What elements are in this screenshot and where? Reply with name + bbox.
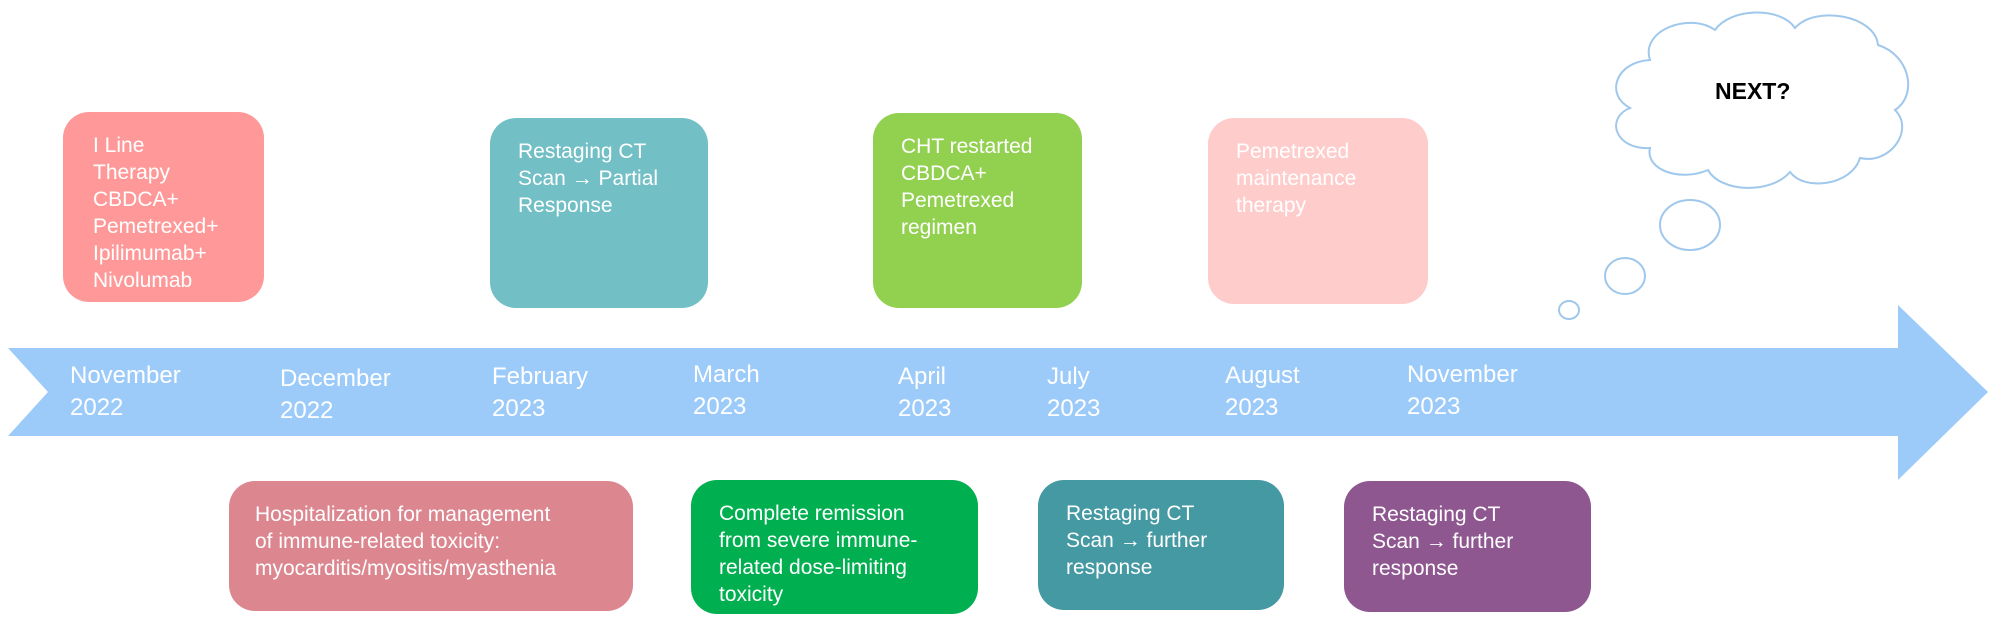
thought-cloud [1558, 11, 1910, 320]
month-july-2023: July 2023 [1047, 361, 1100, 425]
event-text: Complete remission from severe immune- r… [719, 502, 918, 606]
event-complete-remission: Complete remission from severe immune- r… [691, 480, 978, 614]
thought-bubble-medium [1604, 257, 1646, 295]
event-pemetrexed-maintenance: Pemetrexed maintenance therapy [1208, 118, 1428, 304]
thought-bubble-small [1558, 300, 1580, 320]
thought-bubble-large [1659, 199, 1721, 251]
month-year: 2022 [280, 397, 334, 424]
event-text: Restaging CT Scan → further response [1372, 503, 1514, 580]
month-name: November [70, 362, 181, 389]
event-restaging-further-response-july: Restaging CT Scan → further response [1038, 480, 1284, 610]
month-april-2023: April 2023 [898, 361, 951, 425]
month-february-2023: February 2023 [492, 361, 588, 425]
month-name: February [492, 363, 589, 390]
month-year: 2023 [492, 395, 546, 422]
month-name: December [280, 365, 391, 392]
event-cht-restarted: CHT restarted CBDCA+ Pemetrexed regimen [873, 113, 1082, 308]
month-year: 2023 [898, 395, 952, 422]
month-name: August [1225, 362, 1300, 389]
month-march-2023: March 2023 [693, 359, 760, 423]
event-first-line-therapy: I Line Therapy CBDCA+ Pemetrexed+ Ipilim… [63, 112, 264, 302]
month-name: November [1407, 361, 1518, 388]
month-november-2023: November 2023 [1407, 359, 1518, 423]
event-text: CHT restarted CBDCA+ Pemetrexed regimen [901, 135, 1033, 239]
event-text: Hospitalization for management of immune… [255, 503, 557, 580]
month-year: 2023 [1407, 393, 1461, 420]
month-name: March [693, 361, 760, 388]
event-text: Restaging CT Scan → further response [1066, 502, 1208, 579]
month-name: July [1047, 363, 1090, 390]
month-year: 2023 [1225, 394, 1279, 421]
month-year: 2023 [1047, 395, 1101, 422]
month-year: 2023 [693, 393, 747, 420]
month-name: April [898, 363, 947, 390]
event-hospitalization: Hospitalization for management of immune… [229, 481, 633, 611]
event-restaging-further-response-november: Restaging CT Scan → further response [1344, 481, 1591, 612]
month-december-2022: December 2022 [280, 363, 391, 427]
cloud-label: NEXT? [1715, 78, 1791, 104]
event-text: I Line Therapy CBDCA+ Pemetrexed+ Ipilim… [93, 134, 219, 292]
month-year: 2022 [70, 394, 124, 421]
month-august-2023: August 2023 [1225, 360, 1300, 424]
timeline-arrow [6, 305, 1988, 480]
event-restaging-partial-response: Restaging CT Scan → Partial Response [490, 118, 708, 308]
event-text: Pemetrexed maintenance therapy [1236, 140, 1357, 217]
event-text: Restaging CT Scan → Partial Response [518, 140, 659, 217]
month-november-2022: November 2022 [70, 360, 181, 424]
cloud-shape [1615, 11, 1910, 189]
